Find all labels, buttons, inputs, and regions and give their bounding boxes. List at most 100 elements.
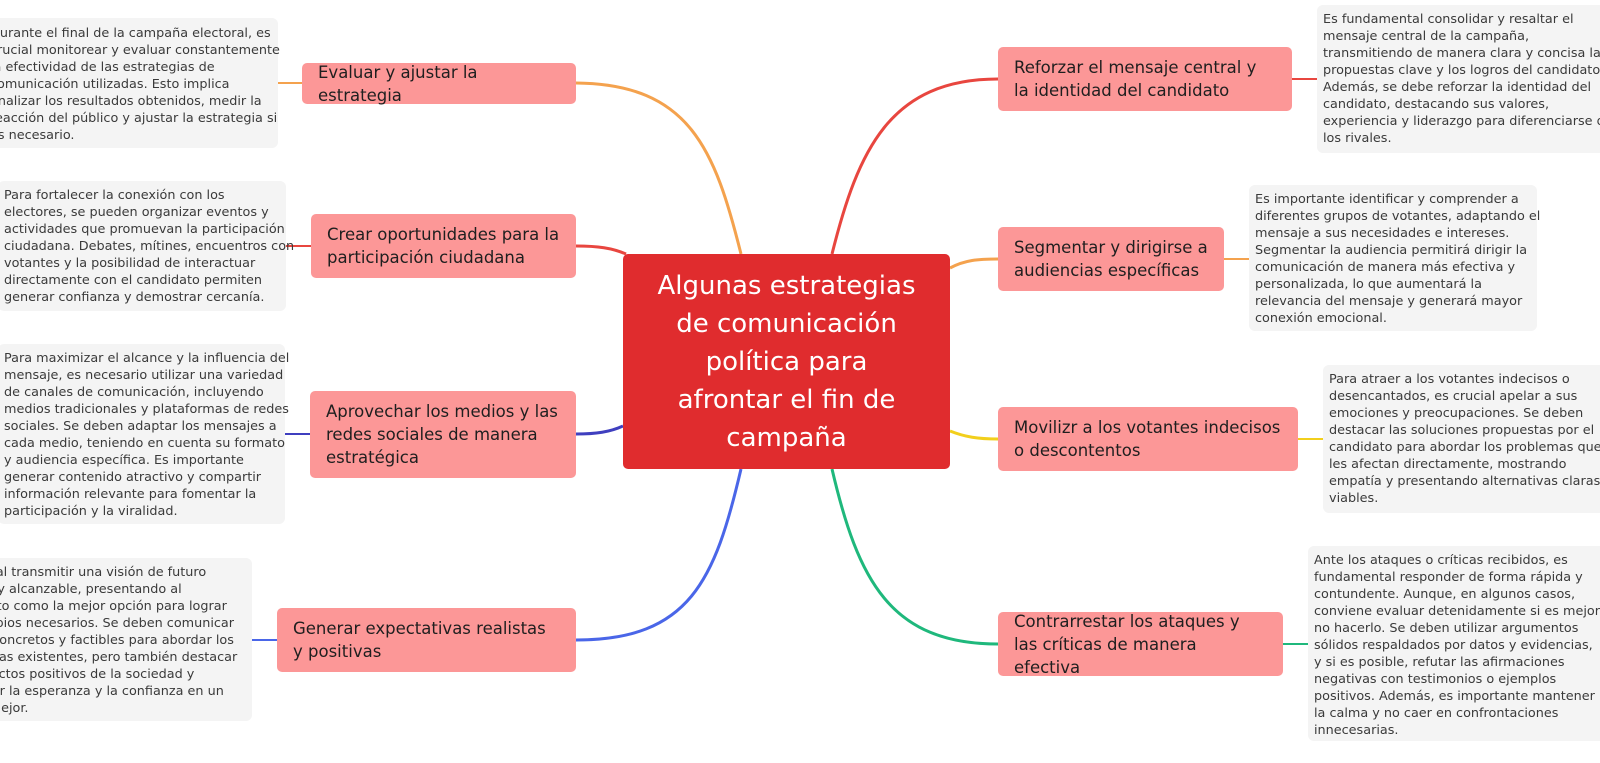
note-line: la efectividad de las estrategias de — [0, 60, 215, 75]
note-line: es necesario. — [0, 128, 75, 143]
note-evaluar: Durante el final de la campaña electoral… — [0, 18, 280, 148]
note-movilizar: Para atraer a los votantes indecisos o d… — [1323, 365, 1600, 513]
central-line: campaña — [726, 422, 847, 453]
note-line: directamente con el candidato permiten — [4, 273, 262, 288]
note-line: planes concretos y factibles para aborda… — [0, 633, 234, 648]
note-generar: Es crucial transmitir una visión de futu… — [0, 558, 252, 721]
note-line: positivos. Además, es importante mantene… — [1314, 689, 1595, 704]
note-line: la calma y no caer en confrontaciones — [1314, 706, 1559, 721]
note-line: Segmentar la audiencia permitirá dirigir… — [1255, 243, 1528, 258]
connector-movilizar — [949, 429, 999, 441]
note-line: fomentar la esperanza y la confianza en … — [0, 684, 224, 699]
note-line: actividades que promuevan la participaci… — [4, 222, 285, 237]
note-line: diferentes grupos de votantes, adaptando… — [1255, 209, 1541, 224]
note-line: problemas existentes, pero también desta… — [0, 650, 238, 665]
note-line: conexión emocional. — [1255, 311, 1387, 326]
note-line: viables. — [1329, 491, 1379, 506]
note-line: negativas con testimonios o ejemplos — [1314, 672, 1557, 687]
note-segmentar: Es importante identificar y comprender a… — [1249, 185, 1541, 331]
central-line: de comunicación — [676, 308, 897, 339]
note-line: empatía y presentando alternativas clara… — [1329, 474, 1600, 489]
connector-aprovechar — [575, 424, 624, 436]
note-line: los aspectos positivos de la sociedad y — [0, 667, 195, 682]
note-line: experiencia y liderazgo para diferenciar… — [1323, 114, 1600, 129]
note-line: candidato como la mejor opción para logr… — [0, 599, 227, 614]
note-line: participación y la viralidad. — [4, 504, 178, 519]
note-line: Para maximizar el alcance y la influenci… — [4, 351, 290, 366]
topic-aprovechar[interactable]: Aprovechar los medios y las redes social… — [310, 391, 576, 478]
note-line: candidato para abordar los problemas que — [1329, 440, 1600, 455]
topic-label: Generar expectativas realistas y positiv… — [293, 619, 546, 661]
note-line: destacar las soluciones propuestas por e… — [1329, 423, 1595, 438]
connector-crear — [575, 244, 627, 256]
topic-label: Contrarrestar los ataques y las críticas… — [1014, 611, 1240, 677]
note-line: Es fundamental consolidar y resaltar el — [1323, 12, 1574, 27]
topic-crear[interactable]: Crear oportunidades para la participació… — [311, 214, 576, 278]
note-line: y si es posible, refutar las afirmacione… — [1314, 655, 1565, 670]
note-line: futuro mejor. — [0, 701, 29, 716]
note-line: los rivales. — [1323, 131, 1392, 146]
note-line: innecesarias. — [1314, 723, 1399, 738]
topic-label: Aprovechar los medios y las redes social… — [326, 402, 558, 467]
note-line: generar contenido atractivo y compartir — [4, 470, 262, 485]
note-line: candidato, destacando sus valores, — [1323, 97, 1550, 112]
note-contrarrestar: Ante los ataques o críticas recibidos, e… — [1308, 546, 1600, 741]
note-line: mensaje central de la campaña, — [1323, 29, 1530, 44]
topic-reforzar[interactable]: Reforzar el mensaje central y la identid… — [998, 47, 1292, 111]
topic-segmentar[interactable]: Segmentar y dirigirse a audiencias espec… — [998, 227, 1224, 291]
note-line: comunicación de manera más efectiva y — [1255, 260, 1516, 275]
note-line: ciudadana. Debates, mítines, encuentros … — [4, 239, 295, 254]
topic-label: Movilizr a los votantes indecisos o desc… — [1014, 418, 1281, 460]
note-line: Para atraer a los votantes indecisos o — [1329, 372, 1570, 387]
note-line: Es importante identificar y comprender a — [1255, 192, 1519, 207]
note-aprovechar: Para maximizar el alcance y la influenci… — [0, 344, 290, 524]
topic-contrarrestar[interactable]: Contrarrestar los ataques y las críticas… — [998, 611, 1283, 677]
note-line: comunicación utilizadas. Esto implica — [0, 77, 230, 92]
central-topic-text: Algunas estrategias de comunicación polí… — [658, 267, 916, 457]
connector-generar — [575, 468, 743, 642]
note-line: electores, se pueden organizar eventos y — [4, 205, 269, 220]
central-topic[interactable]: Algunas estrategias de comunicación polí… — [623, 254, 950, 469]
note-line: fundamental responder de forma rápida y — [1314, 570, 1583, 585]
topic-generar[interactable]: Generar expectativas realistas y positiv… — [277, 608, 576, 672]
topic-label: Crear oportunidades para la participació… — [327, 225, 560, 267]
connector-segmentar — [949, 257, 999, 270]
topic-label: Evaluar y ajustar la estrategia — [318, 62, 478, 105]
note-line: mensaje, es necesario utilizar una varie… — [4, 368, 284, 383]
note-crear: Para fortalecer la conexión con los elec… — [0, 181, 295, 311]
central-line: Algunas estrategias — [657, 270, 916, 301]
note-line: votantes y la posibilidad de interactuar — [4, 256, 256, 271]
connector-contrarrestar — [830, 468, 999, 646]
note-line: Durante el final de la campaña electoral… — [0, 26, 271, 41]
note-reforzar: Es fundamental consolidar y resaltar el … — [1317, 5, 1600, 153]
note-line: emociones y preocupaciones. Se deben — [1329, 406, 1584, 421]
note-line: sólidos respaldados por datos y evidenci… — [1314, 638, 1593, 653]
note-line: desencantados, es crucial apelar a sus — [1329, 389, 1578, 404]
note-line: información relevante para fomentar la — [4, 487, 257, 502]
note-line: medios tradicionales y plataformas de re… — [4, 402, 289, 417]
note-line: Es crucial transmitir una visión de futu… — [0, 565, 207, 580]
note-line: analizar los resultados obtenidos, medir… — [0, 94, 262, 109]
note-line: reacción del público y ajustar la estrat… — [0, 111, 278, 126]
note-line: contundente. Aunque, en algunos casos, — [1314, 587, 1576, 602]
note-line: relevancia del mensaje y generará mayor — [1255, 294, 1523, 309]
topic-evaluar[interactable]: Evaluar y ajustar la estrategia — [302, 62, 576, 105]
topic-label: Reforzar el mensaje central y la identid… — [1014, 58, 1257, 100]
note-line: crucial monitorear y evaluar constanteme… — [0, 43, 280, 58]
note-line: Además, se debe reforzar la identidad de… — [1323, 80, 1592, 95]
note-line: de canales de comunicación, incluyendo — [4, 385, 264, 400]
note-line: sociales. Se deben adaptar los mensajes … — [4, 419, 277, 434]
note-line: y audiencia específica. Es importante — [4, 453, 244, 468]
connector-reforzar — [830, 77, 999, 255]
topic-movilizar[interactable]: Movilizr a los votantes indecisos o desc… — [998, 407, 1298, 471]
note-line: los cambios necesarios. Se deben comunic… — [0, 616, 235, 631]
note-line: realista y alcanzable, presentando al — [0, 582, 182, 597]
note-line: Para fortalecer la conexión con los — [4, 188, 225, 203]
note-line: transmitiendo de manera clara y concisa … — [1323, 46, 1600, 61]
note-line: conviene evaluar detenidamente si es mej… — [1314, 604, 1600, 619]
note-line: generar confianza y demostrar cercanía. — [4, 290, 265, 305]
note-line: les afectan directamente, mostrando — [1329, 457, 1567, 472]
connector-evaluar — [575, 81, 743, 255]
central-line: política para — [705, 346, 868, 377]
